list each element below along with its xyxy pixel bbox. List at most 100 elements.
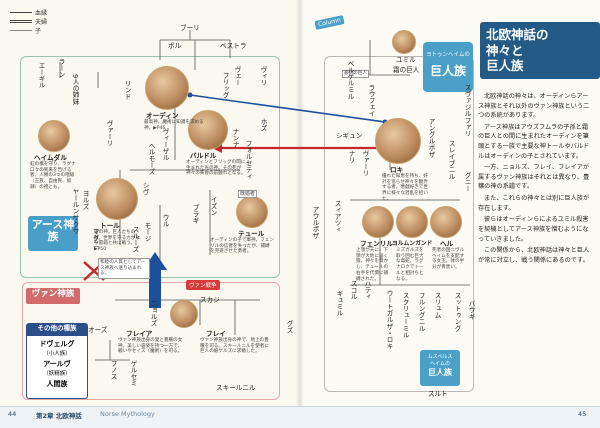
name-jord: ヨルズ bbox=[81, 190, 89, 210]
legend-child: 子 bbox=[35, 28, 42, 35]
name-vali2: ヴァーリ bbox=[361, 150, 369, 177]
name-bragi: ブラギ bbox=[191, 204, 199, 224]
name-skirnir: スキールニル bbox=[216, 384, 256, 392]
race-dvergr-note: （小人族） bbox=[43, 351, 71, 357]
name-utgard: ウートガルザ・ロキ bbox=[385, 290, 393, 350]
name-besutora: ベストラ bbox=[220, 42, 247, 50]
name-thiazi: スィアツィ bbox=[333, 200, 341, 233]
name-laufey: ラウフェイ bbox=[367, 84, 375, 117]
desc-fenrir: 上顎が天に、下顎が大地に届く狼。神々を脅かし、テュールの右手を代償に捕縛された。 bbox=[356, 248, 389, 282]
name-gerd: グズ bbox=[285, 320, 293, 334]
name-suttung: スットゥング bbox=[453, 292, 461, 332]
name-freyja: フレイア bbox=[126, 330, 153, 338]
name-hermod: ヘルモーズ bbox=[147, 142, 155, 175]
name-hrungnir: フルングニル bbox=[417, 292, 425, 332]
desc-freyja: ヴァン神族出身の愛と豊穣の女神。美しい容姿を持つ一方で、戦いやセイズ（魔術）を司… bbox=[118, 338, 183, 355]
title-line-1: 北欧神話の bbox=[486, 27, 549, 42]
name-fenrir: フェンリル bbox=[360, 240, 393, 248]
muspell-giants-tag: ムスペルス ヘイムの 巨人族 bbox=[420, 350, 460, 386]
name-skrymir: スクリューミル bbox=[401, 292, 409, 339]
portrait-fenrir bbox=[362, 206, 394, 238]
portrait-tyr bbox=[236, 196, 268, 228]
vanir-tag: ヴァン神族 bbox=[26, 288, 80, 304]
name-gymir: ギュミル bbox=[335, 290, 343, 317]
name-vidar: ヴィーザル bbox=[161, 128, 169, 161]
name-rind: リンド bbox=[123, 80, 131, 100]
name-nanna: ナンナ bbox=[231, 128, 239, 148]
name-angrboda: アングルボザ bbox=[427, 118, 435, 158]
name-sigyn: シギュン bbox=[336, 132, 363, 140]
name-vili: ヴィリ bbox=[259, 66, 267, 86]
portrait-loki bbox=[375, 118, 421, 164]
body-paragraph: アース神族はアウズフムラの子孫と霜の巨人との間に生まれたオーディンを筆頭とする一… bbox=[478, 123, 590, 160]
vanir-war-badge: ヴァン戦争 bbox=[186, 280, 220, 290]
body-paragraph: 彼らはオーディンらによるユミル殺害を契機としてアース神族を憎むようになっていきま… bbox=[478, 216, 589, 243]
name-loki: ロキ bbox=[390, 166, 404, 174]
other-races-tag: その他の種族 bbox=[27, 324, 87, 336]
jotunheim-tag-line-1: ヨトゥンヘイムの bbox=[426, 52, 470, 58]
page-number-right: 45 bbox=[578, 410, 587, 418]
name-thrym: スリュム bbox=[433, 292, 441, 319]
name-freyr: フレイ bbox=[206, 330, 226, 338]
name-surt: スルト bbox=[428, 390, 448, 398]
name-bergelmir: ベルゲルミル bbox=[346, 60, 354, 100]
name-vali: ヴァーリ bbox=[105, 120, 113, 147]
name-narfi: ナリ bbox=[347, 150, 355, 164]
other-races-box: その他の種族 ドヴェルグ （小人族） アールヴ （妖精族） 人間族 bbox=[26, 323, 88, 399]
muspell-line-3: 巨人族 bbox=[428, 368, 452, 377]
name-idun: イズン bbox=[209, 196, 217, 216]
body-paragraph: また、これらの神々とは別に巨人族が存在します。 bbox=[478, 195, 590, 212]
desc-odin: 最高神。魔術に知識を求める神。▶P46 bbox=[144, 120, 204, 131]
name-hati: ハティ bbox=[363, 280, 371, 300]
name-buri: ブーリ bbox=[180, 24, 200, 32]
name-modi: モージ bbox=[143, 222, 151, 242]
name-skoll: スコル bbox=[349, 280, 357, 300]
name-odin: オーディン bbox=[146, 112, 179, 120]
name-ve: ヴェー bbox=[233, 66, 241, 86]
title-line-3: 巨人族 bbox=[486, 58, 524, 74]
portrait-ymir bbox=[392, 30, 416, 54]
portrait-heimdall bbox=[38, 120, 70, 152]
column-title: 北欧神話の 神々と 巨人族 bbox=[480, 22, 600, 79]
legend-married: 夫婦 bbox=[35, 19, 48, 26]
desc-ymir: 最初の巨人 bbox=[342, 70, 369, 78]
name-baldr: バルドル bbox=[190, 152, 217, 160]
name-frost: 霜の巨人 bbox=[393, 66, 420, 74]
desc-thor: 雷の神。巨人たちの敵。世界を守る力がなり雷鎚と共に戦う。▶P50 bbox=[94, 230, 140, 253]
jotunheim-tag-line-2: 巨人族 bbox=[429, 64, 466, 78]
name-aurboda: アウルボザ bbox=[311, 206, 319, 239]
name-frigg: フリッグ bbox=[221, 72, 229, 99]
name-njord: ニョルズ bbox=[149, 300, 157, 327]
portrait-odin bbox=[145, 66, 189, 110]
page-footer bbox=[0, 406, 600, 428]
chapter-title-en: Norse Mythology bbox=[100, 410, 155, 418]
name-svadilfari: スヴァジルファリ bbox=[463, 84, 471, 137]
body-paragraph: 北欧神話の神々は、オーディンらアース神族とそれ以外のヴァン神族という二つの系統が… bbox=[478, 93, 590, 120]
race-alfr: アールヴ bbox=[43, 360, 71, 368]
note-kaikon: 既婚者 bbox=[238, 190, 258, 199]
desc-heimdall: 虹の橋を守り、ラグナロクの到来を告げる者。人類の3つの階級（王族、自由民、奴隷）… bbox=[30, 162, 76, 190]
name-jarnsaxa: ヤールンサクサ bbox=[71, 188, 79, 235]
race-dvergr: ドヴェルグ bbox=[39, 340, 75, 348]
name-jormungand: ヨルムンガンド bbox=[392, 241, 433, 247]
column-body: 北欧神話の神々は、オーディンらアース神族とそれ以外のヴァン神族という二つの系統が… bbox=[478, 92, 590, 267]
desc-loki: 優れた知恵を持ち、奸計を巡らせ神々を翻弄する者。悪戯好きで世界に様々な混乱を招い… bbox=[382, 174, 428, 202]
portrait-hel bbox=[430, 206, 462, 238]
name-skadi: スカジ bbox=[200, 296, 220, 304]
giant-box bbox=[324, 56, 474, 392]
name-ull: ウル bbox=[161, 214, 169, 228]
line-legend: 血縁 夫婦 子 bbox=[10, 8, 47, 35]
jotunheim-giants-tag: ヨトゥンヘイムの 巨人族 bbox=[423, 42, 473, 92]
name-baugi: バウギ bbox=[467, 300, 475, 320]
body-paragraph: この関係から、北欧神話は神々と巨人が常に対立し、戦う関係にあるのです。 bbox=[478, 247, 590, 264]
name-thor: トール bbox=[100, 222, 120, 230]
book-gutter bbox=[296, 0, 304, 427]
legend-blood: 血縁 bbox=[35, 10, 48, 17]
name-magni: マグニ bbox=[91, 228, 99, 248]
name-gersemi: ゲルセミ bbox=[129, 360, 137, 387]
name-hnoss: フノス bbox=[109, 360, 117, 380]
muspell-line-1: ムスペルス bbox=[427, 354, 453, 360]
name-hod: ホズ bbox=[259, 118, 267, 132]
name-grer: グニー bbox=[463, 172, 471, 192]
